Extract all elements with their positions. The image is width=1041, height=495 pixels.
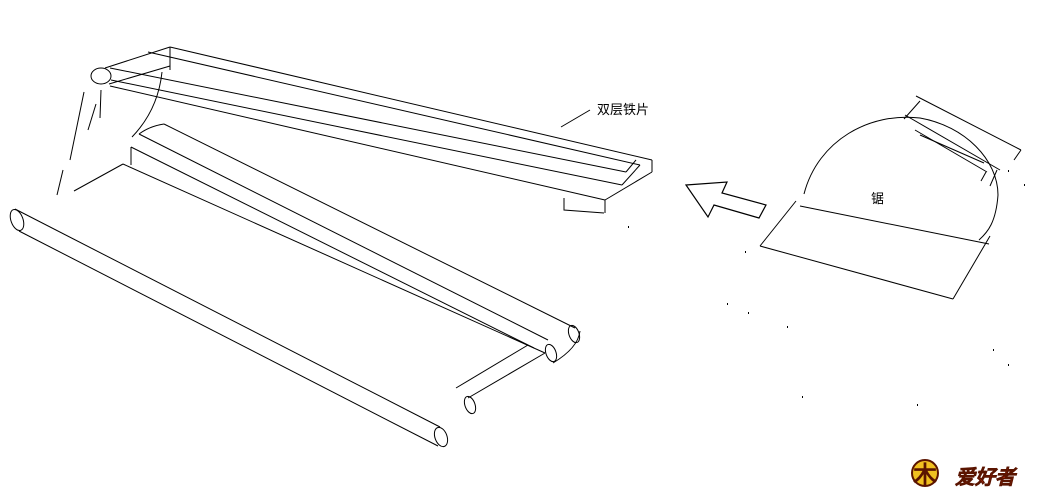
svg-text:爱好者: 爱好者 — [955, 465, 1018, 489]
label-saw: 锯 — [871, 192, 884, 207]
saw-blade — [803, 116, 999, 241]
conveyor-belt — [9, 123, 581, 448]
back-roller — [138, 123, 581, 364]
direction-arrow — [684, 181, 767, 219]
rail-end-cap — [90, 67, 112, 85]
watermark-logo: 木 爱好者 — [911, 459, 1018, 489]
double-layer-iron-rail — [56, 46, 653, 214]
stray-marks — [628, 170, 1025, 406]
belt-surface — [73, 146, 546, 415]
label-double-layer-iron: 双层铁片 — [597, 103, 649, 118]
svg-text:木: 木 — [912, 460, 938, 489]
front-roller — [9, 208, 449, 448]
saw-assembly — [759, 95, 1022, 300]
leader-line — [560, 109, 591, 128]
